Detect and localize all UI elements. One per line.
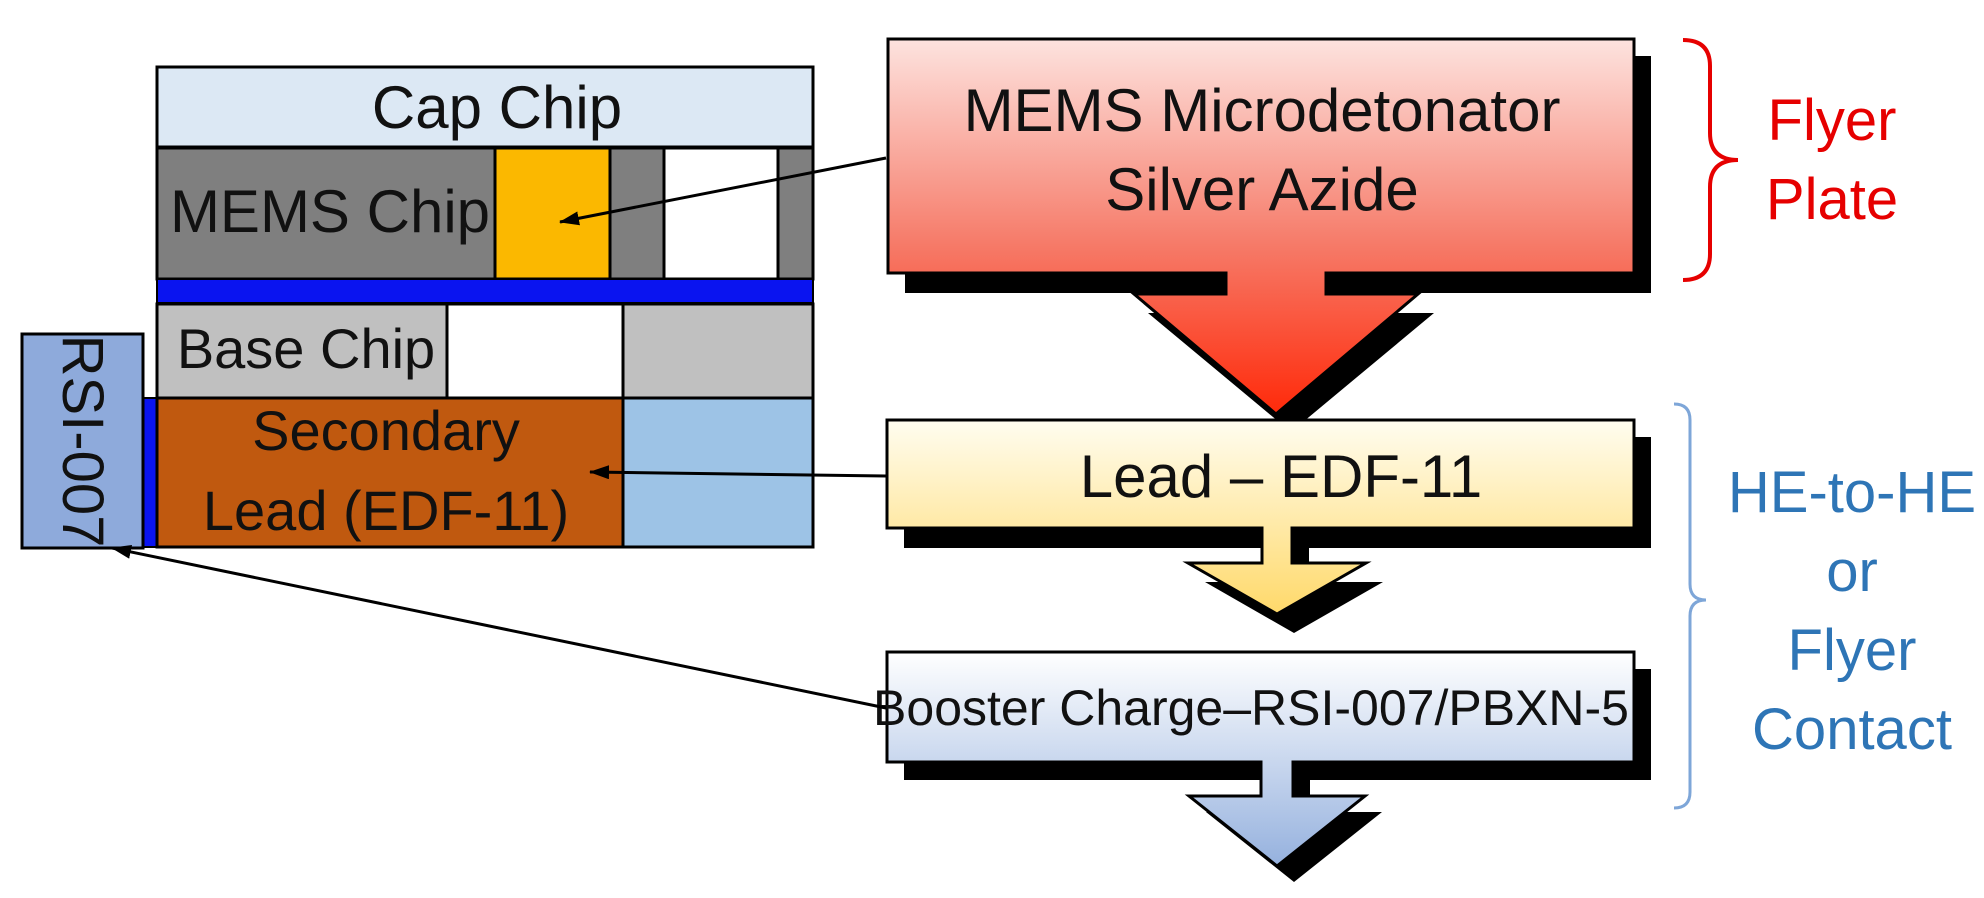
secondary-lead-label-line2: Lead (EDF-11) bbox=[203, 479, 569, 542]
lead-arrow bbox=[885, 418, 1636, 616]
base-chip-label: Base Chip bbox=[177, 317, 435, 380]
microdetonator-insert bbox=[493, 146, 612, 281]
lead-connector bbox=[589, 465, 887, 480]
secondary-lead-label-line1: Secondary bbox=[252, 399, 520, 462]
microdetonator-label-line1: MEMS Microdetonator bbox=[964, 77, 1561, 144]
flow-chain: MEMS Microdetonator Silver Azide Lead – … bbox=[873, 37, 1651, 882]
cap-chip-label: Cap Chip bbox=[372, 74, 622, 141]
lead-label: Lead – EDF-11 bbox=[1080, 443, 1482, 510]
mems-chip-label: MEMS Chip bbox=[170, 178, 490, 245]
flyer-plate-bracket bbox=[1682, 38, 1739, 282]
microdetonator-connector bbox=[559, 156, 887, 226]
he-contact-label-line3: Flyer bbox=[1788, 618, 1917, 683]
blue-layer bbox=[156, 278, 814, 304]
he-contact-label-line1: HE-to-HE bbox=[1728, 460, 1976, 525]
booster-connector bbox=[111, 544, 887, 710]
flyer-plate-bracket-group: Flyer Plate bbox=[1682, 38, 1898, 282]
he-contact-bracket bbox=[1673, 402, 1707, 810]
he-contact-label-line4: Contact bbox=[1752, 697, 1952, 762]
base-cavity bbox=[445, 302, 625, 400]
chip-stack: Cap Chip MEMS Chip Base Chip Secondary L… bbox=[20, 65, 815, 550]
base-chip-right bbox=[621, 302, 815, 400]
flyer-plate-label-line2: Plate bbox=[1766, 167, 1898, 232]
booster-arrow bbox=[885, 650, 1636, 868]
booster-label: Booster Charge–RSI-007/PBXN-5 bbox=[873, 680, 1629, 736]
microdetonator-label-line2: Silver Azide bbox=[1105, 156, 1418, 223]
mems-cavity bbox=[662, 146, 780, 281]
he-contact-bracket-group: HE-to-HE or Flyer Contact bbox=[1673, 402, 1976, 810]
rsi-block bbox=[20, 332, 145, 550]
connector-arrows bbox=[111, 156, 887, 710]
base-chip bbox=[155, 302, 449, 400]
flyer-plate-label-line1: Flyer bbox=[1768, 88, 1897, 153]
rsi-label: RSI-007 bbox=[50, 335, 115, 548]
he-contact-label-line2: or bbox=[1826, 539, 1878, 604]
cap-chip bbox=[155, 65, 815, 149]
secondary-lead bbox=[155, 396, 625, 549]
microdetonator-arrow bbox=[886, 37, 1636, 416]
